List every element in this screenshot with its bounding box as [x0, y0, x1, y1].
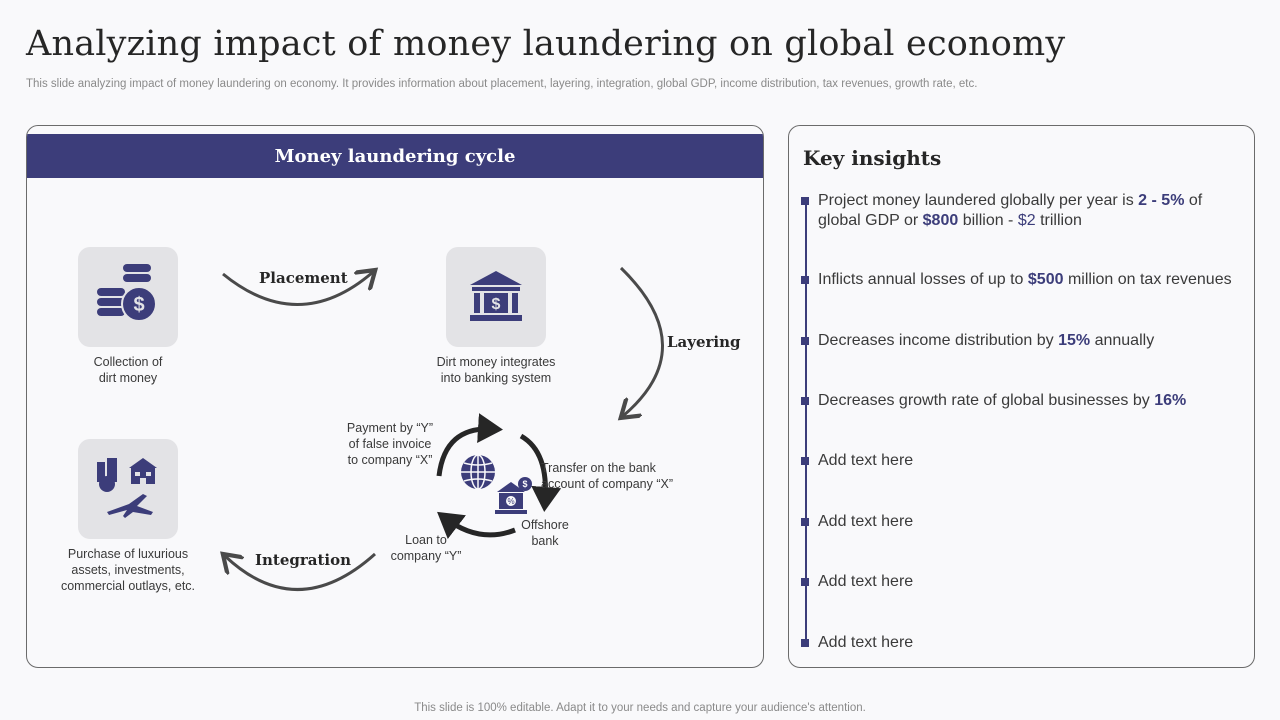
bullet-marker	[801, 518, 809, 526]
payment-caption: Payment by “Y” of false invoice to compa…	[346, 421, 434, 467]
page-title: Analyzing impact of money laundering on …	[26, 24, 1066, 64]
banking-tile: $	[446, 247, 546, 347]
inner-loop-arrow-bottom	[437, 511, 516, 540]
integration-label: Integration	[255, 551, 352, 569]
page-subtitle: This slide analyzing impact of money lau…	[26, 78, 978, 90]
insights-panel: Key insights Project money laundered glo…	[788, 125, 1255, 668]
collection-tile: $	[78, 247, 178, 347]
integration-arrow	[225, 554, 377, 591]
insight-item: Project money laundered globally per yea…	[801, 191, 1238, 231]
svg-text:$: $	[522, 479, 527, 489]
purchase-caption: Purchase of luxurious assets, investment…	[60, 547, 196, 593]
placement-arrow	[222, 272, 373, 306]
cycle-header: Money laundering cycle	[27, 134, 763, 178]
collection-caption: Collection of dirt money	[93, 355, 163, 385]
banking-caption: Dirt money integrates into banking syste…	[436, 355, 556, 385]
bullet-marker	[801, 276, 809, 284]
layering-label: Layering	[667, 333, 741, 351]
bank-dollar-icon: $	[470, 271, 522, 321]
bullet-marker	[801, 337, 809, 345]
insight-item: Add text here	[801, 633, 1238, 653]
inner-loop-arrow-top	[436, 413, 503, 477]
bullet-marker	[801, 457, 809, 465]
offshore-caption: Offshore bank	[521, 518, 569, 548]
bullet-marker	[801, 639, 809, 647]
insight-item: Inflicts annual losses of up to $500 mil…	[801, 270, 1238, 290]
cycle-panel: Money laundering cycle Placement Layerin…	[26, 125, 764, 668]
bullet-marker	[801, 397, 809, 405]
assets-buildings-plane-icon	[97, 458, 157, 518]
svg-text:$: $	[492, 296, 501, 313]
insight-item: Decreases income distribution by 15% ann…	[801, 331, 1238, 351]
bullet-marker	[801, 578, 809, 586]
footer-note: This slide is 100% editable. Adapt it to…	[414, 702, 866, 714]
coins-dollar-icon: $	[97, 264, 157, 322]
insights-timeline	[805, 199, 807, 647]
inner-loop-arrow-right	[519, 433, 562, 512]
globe-icon	[461, 454, 495, 490]
svg-text:%: %	[507, 497, 514, 506]
transfer-caption: Transfer on the bank account of company …	[541, 461, 674, 491]
cycle-arrows	[27, 266, 664, 591]
purchase-tile	[78, 439, 178, 539]
insight-item: Add text here	[801, 512, 1238, 532]
layering-arrow	[621, 266, 664, 416]
insights-title: Key insights	[803, 146, 942, 170]
bullet-marker	[801, 197, 809, 205]
insight-item: Add text here	[801, 572, 1238, 592]
loan-caption: Loan to company “Y”	[390, 533, 462, 563]
insight-item: Add text here	[801, 451, 1238, 471]
insight-item: Decreases growth rate of global business…	[801, 391, 1238, 411]
svg-text:$: $	[133, 294, 144, 316]
placement-label: Placement	[259, 269, 348, 287]
offshore-bank-icon: % $	[495, 477, 532, 514]
